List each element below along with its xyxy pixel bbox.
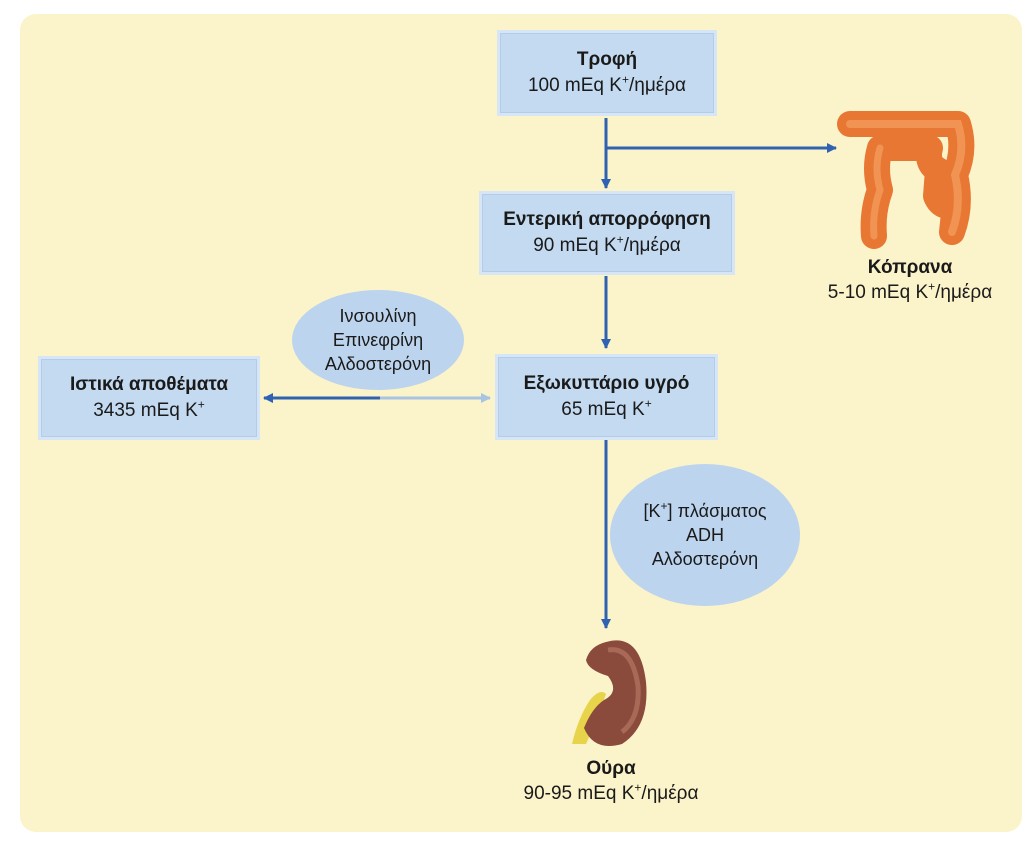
renal-factor-adh: ADH: [685, 525, 724, 545]
intestinal-absorption-title: Εντερική απορρόφηση: [503, 209, 711, 230]
renal-regulation-factors: [K+] πλάσματος ADH Αλδοστερόνη: [610, 464, 800, 606]
intestinal-absorption-value: 90 mEq K+/ημέρα: [533, 232, 681, 256]
tissue-stores-box: Ιστικά αποθέματα 3435 mEq K+: [38, 356, 260, 440]
urine-value: 90-95 mEq K+/ημέρα: [523, 780, 699, 804]
tissue-stores-value: 3435 mEq K+: [93, 397, 205, 421]
tissue-stores-title: Ιστικά αποθέματα: [69, 374, 229, 395]
plasma-potassium-factor: [K+] πλάσματος: [643, 499, 767, 521]
colon-icon: [837, 111, 975, 249]
hormone-epinephrine: Επινεφρίνη: [332, 330, 424, 350]
extracellular-fluid-value: 65 mEq K+: [561, 396, 652, 420]
urine-title: Ούρα: [586, 758, 636, 779]
food-intake-title: Τροφή: [576, 49, 638, 70]
food-intake-value: 100 mEq K+/ημέρα: [527, 72, 687, 96]
hormone-insulin: Ινσουλίνη: [339, 306, 417, 326]
feces-title: Κόπρανα: [867, 257, 953, 278]
feces-value: 5-10 mEq K+/ημέρα: [827, 279, 993, 303]
urine-label: Ούρα 90-95 mEq K+/ημέρα: [486, 756, 736, 806]
extracellular-fluid-title: Εξωκυττάριο υγρό: [523, 373, 690, 394]
extracellular-fluid-box: Εξωκυττάριο υγρό 65 mEq K+: [495, 354, 718, 440]
renal-factor-aldosterone: Αλδοστερόνη: [651, 549, 759, 569]
food-intake-box: Τροφή 100 mEq K+/ημέρα: [497, 30, 717, 116]
feces-label: Κόπρανα 5-10 mEq K+/ημέρα: [790, 255, 1024, 305]
hormone-aldosterone: Αλδοστερόνη: [324, 354, 432, 374]
intestinal-absorption-box: Εντερική απορρόφηση 90 mEq K+/ημέρα: [479, 191, 735, 275]
cellular-shift-hormones: Ινσουλίνη Επινεφρίνη Αλδοστερόνη: [292, 290, 464, 390]
kidney-icon: [572, 640, 647, 746]
